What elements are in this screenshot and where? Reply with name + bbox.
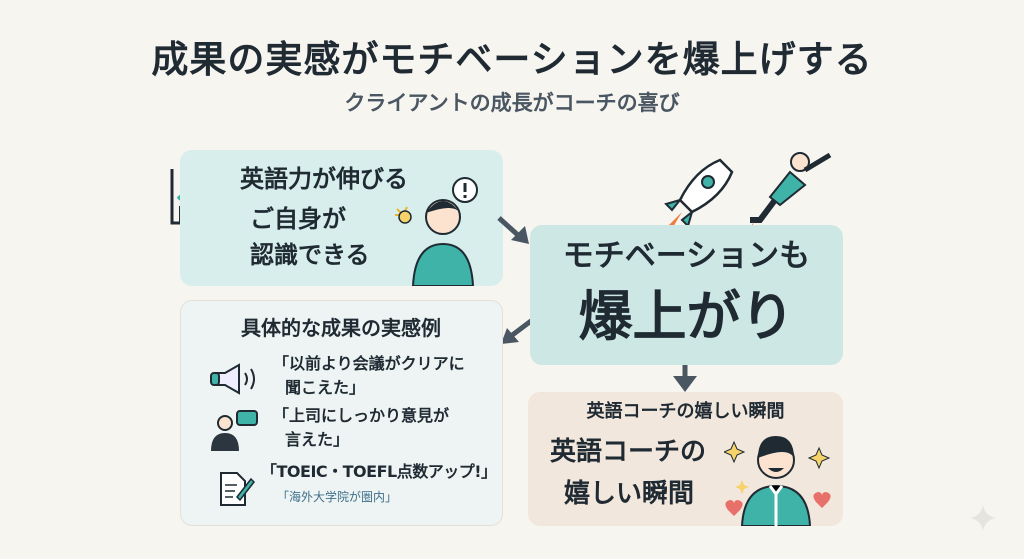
examples-card: 具体的な成果の実感例 「以前より会議がクリアに 聞こえた」 「上司にしっかり意見…	[180, 300, 503, 526]
thinking-person-icon	[395, 177, 478, 286]
coach-heading: 英語コーチの嬉しい瞬間	[586, 401, 785, 422]
example-2-line-2: 言えた」	[285, 430, 350, 449]
card-line-2: ご自身が	[250, 205, 346, 233]
coach-line-1: 英語コーチの	[550, 437, 707, 467]
example-1-line-1: 「以前より会議がクリアに	[273, 354, 465, 373]
examples-heading: 具体的な成果の実感例	[241, 316, 441, 340]
rocket-icon	[664, 152, 832, 242]
english-improvement-card: 英語力が伸びる ご自身が 認識できる	[180, 150, 503, 286]
example-2-line-1: 「上司にしっかり意見が	[273, 406, 450, 425]
motivation-line-2: 爆上がり	[578, 285, 795, 348]
card-line-3: 認識できる	[250, 241, 370, 269]
motivation-line-1: モチベーションも	[562, 238, 811, 274]
example-3-line-2: 「海外大学院が圏内」	[277, 490, 398, 504]
card-line-1: 英語力が伸びる	[240, 165, 408, 193]
motivation-card: モチベーションも 爆上がり	[530, 225, 843, 365]
document-pen-icon	[220, 472, 255, 506]
megaphone-icon	[210, 363, 255, 395]
coach-joy-card: 英語コーチの嬉しい瞬間 英語コーチの 嬉しい瞬間	[528, 392, 843, 526]
page-title: 成果の実感がモチベーションを爆上げする	[151, 38, 873, 81]
example-1-line-2: 聞こえた」	[285, 378, 366, 397]
page-subtitle: クライアントの成長がコーチの喜び	[344, 91, 680, 115]
happy-coach-icon	[724, 436, 831, 526]
example-3-line-1: 「TOEIC・TOEFL点数アップ!」	[261, 462, 497, 481]
coach-line-2: 嬉しい瞬間	[564, 479, 695, 509]
businessman-speech-icon	[211, 410, 258, 451]
sparkle-watermark-icon	[970, 505, 996, 531]
arrow-right-down-icon	[497, 216, 529, 244]
